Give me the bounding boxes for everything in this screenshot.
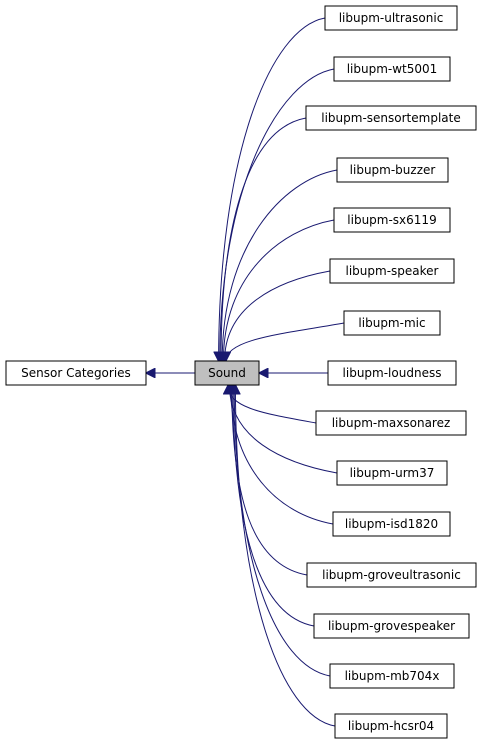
node-libupm-sensortemplate[interactable]: libupm-sensortemplate <box>305 105 477 131</box>
node-label-libupm-hcsr04: libupm-hcsr04 <box>348 719 434 733</box>
node-label-libupm-isd1820: libupm-isd1820 <box>345 517 438 531</box>
node-libupm-ultrasonic[interactable]: libupm-ultrasonic <box>324 5 458 31</box>
edge-libupm-buzzer-to-sound <box>222 169 338 361</box>
node-libupm-urm37[interactable]: libupm-urm37 <box>336 460 448 486</box>
node-libupm-sx6119[interactable]: libupm-sx6119 <box>333 207 451 233</box>
edge-libupm-ultrasonic-to-sound <box>219 17 326 361</box>
edge-libupm-isd1820-to-sound <box>231 385 334 525</box>
edge-libupm-speaker-to-sound <box>225 270 331 361</box>
node-libupm-grovespeaker[interactable]: libupm-grovespeaker <box>313 613 470 639</box>
node-label-libupm-maxsonarez: libupm-maxsonarez <box>332 416 451 430</box>
node-label-sensor-categories: Sensor Categories <box>21 366 131 380</box>
node-label-libupm-loudness: libupm-loudness <box>343 366 442 380</box>
node-libupm-mb704x[interactable]: libupm-mb704x <box>329 663 455 689</box>
node-label-libupm-ultrasonic: libupm-ultrasonic <box>339 11 444 25</box>
node-label-libupm-mb704x: libupm-mb704x <box>345 669 440 683</box>
node-label-libupm-groveultrasonic: libupm-groveultrasonic <box>322 568 461 582</box>
node-label-libupm-urm37: libupm-urm37 <box>350 466 435 480</box>
node-libupm-speaker[interactable]: libupm-speaker <box>329 258 455 284</box>
nodes-layer: Sensor Categories Sound libupm-ultrasoni… <box>5 5 477 739</box>
node-label-libupm-sensortemplate: libupm-sensortemplate <box>321 111 460 125</box>
edge-libupm-sensortemplate-to-sound <box>221 117 307 361</box>
edge-libupm-mb704x-to-sound <box>234 385 331 677</box>
node-label-libupm-mic: libupm-mic <box>358 316 425 330</box>
node-label-libupm-buzzer: libupm-buzzer <box>350 163 436 177</box>
node-sound[interactable]: Sound <box>194 360 260 386</box>
edge-libupm-hcsr04-to-sound <box>235 385 336 727</box>
node-sensor-categories[interactable]: Sensor Categories <box>5 360 147 386</box>
node-libupm-loudness[interactable]: libupm-loudness <box>327 360 457 386</box>
node-libupm-mic[interactable]: libupm-mic <box>343 310 441 336</box>
node-label-sound: Sound <box>208 366 246 380</box>
node-libupm-buzzer[interactable]: libupm-buzzer <box>336 157 449 183</box>
node-libupm-wt5001[interactable]: libupm-wt5001 <box>333 56 451 82</box>
edge-libupm-sx6119-to-sound <box>223 219 335 361</box>
node-libupm-maxsonarez[interactable]: libupm-maxsonarez <box>315 410 467 436</box>
node-label-libupm-sx6119: libupm-sx6119 <box>347 213 436 227</box>
edges-layer <box>146 17 345 727</box>
edge-libupm-groveultrasonic-to-sound <box>232 385 308 576</box>
edge-libupm-grovespeaker-to-sound <box>233 385 315 627</box>
node-libupm-isd1820[interactable]: libupm-isd1820 <box>332 511 451 537</box>
node-label-libupm-wt5001: libupm-wt5001 <box>347 62 438 76</box>
node-label-libupm-grovespeaker: libupm-grovespeaker <box>328 619 455 633</box>
node-libupm-groveultrasonic[interactable]: libupm-groveultrasonic <box>306 562 477 588</box>
edge-libupm-maxsonarez-to-sound <box>228 385 317 424</box>
edge-libupm-mic-to-sound <box>226 322 345 361</box>
node-libupm-hcsr04[interactable]: libupm-hcsr04 <box>334 713 448 739</box>
node-label-libupm-speaker: libupm-speaker <box>346 264 439 278</box>
